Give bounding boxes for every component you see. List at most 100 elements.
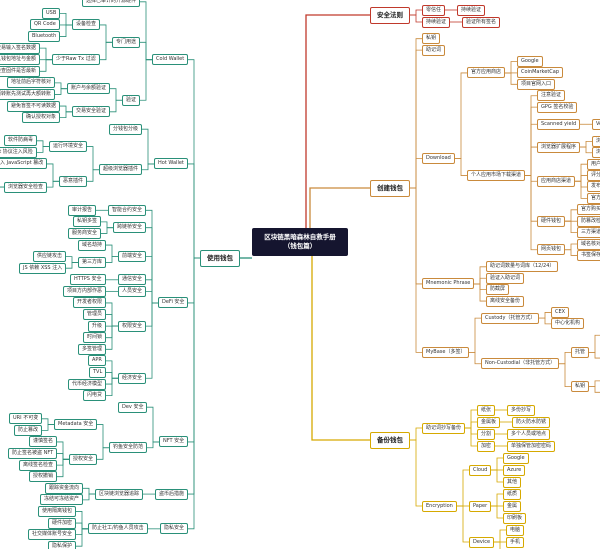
leaf-node[interactable]: 域名劫持 — [78, 239, 107, 251]
leaf-node[interactable]: 项目官网入口 — [517, 78, 556, 90]
topic-node[interactable]: DeFi 安全 — [158, 297, 189, 309]
topic-node[interactable]: 运行环境安全 — [49, 141, 88, 153]
branch-node[interactable]: 安全法则 — [370, 6, 410, 24]
leaf-node[interactable]: 持续验证 — [457, 4, 486, 16]
leaf-node[interactable]: 防止篡改 — [14, 424, 43, 436]
topic-node[interactable]: 防止社工/钓鱼人员攻击 — [88, 523, 148, 535]
topic-node[interactable]: Hot Wallet — [154, 158, 188, 170]
leaf-node[interactable]: 官方认证 — [587, 192, 600, 204]
leaf-node[interactable]: 代币经济模型 — [68, 378, 107, 390]
leaf-node[interactable]: 多份抄写 — [507, 404, 536, 416]
topic-node[interactable]: 硬件钱包 — [537, 215, 566, 227]
leaf-node[interactable]: 时间锁 — [83, 332, 107, 344]
topic-node[interactable]: 经济安全 — [118, 372, 147, 384]
topic-node[interactable]: 纸张 — [477, 404, 496, 416]
leaf-node[interactable]: 使用隔离钱包 — [38, 505, 77, 517]
topic-node[interactable]: 通信安全 — [118, 274, 147, 286]
leaf-node[interactable]: 纸质 — [503, 488, 522, 500]
topic-node[interactable]: 加密 — [477, 440, 496, 452]
topic-node[interactable]: Verifying the Release — [592, 118, 600, 130]
leaf-node[interactable]: 中心化机构 — [551, 318, 585, 330]
topic-node[interactable]: 人员安全 — [118, 285, 147, 297]
topic-node[interactable]: 少于Raw Tx 过滤 — [52, 54, 100, 66]
leaf-node[interactable]: 多签管理 — [78, 343, 107, 355]
leaf-node[interactable]: 供应链攻击 — [33, 251, 67, 263]
leaf-node[interactable]: HTTPS 安全 — [70, 274, 106, 286]
leaf-node[interactable]: 评分情况 — [587, 170, 600, 182]
topic-node[interactable]: 权限安全 — [118, 320, 147, 332]
leaf-node[interactable]: 官方购买 — [577, 204, 600, 216]
leaf-node[interactable]: Dev 安全 — [118, 401, 148, 413]
topic-node[interactable]: 验证 — [122, 94, 141, 106]
leaf-node[interactable]: 审计报告 — [68, 204, 97, 216]
leaf-node[interactable]: 防止网页注入 JavaScript 篡改 — [0, 158, 48, 170]
topic-node[interactable]: 持续验证 — [422, 16, 451, 28]
topic-node[interactable]: 设备检查 — [72, 19, 101, 31]
leaf-node[interactable]: Google — [517, 56, 543, 68]
leaf-node[interactable]: 分钱包分级 — [109, 123, 143, 135]
leaf-node[interactable]: TVL — [89, 366, 107, 378]
leaf-node[interactable]: CEX — [551, 306, 570, 318]
leaf-node[interactable]: QR Code — [30, 19, 60, 31]
topic-node[interactable]: Device — [469, 536, 495, 548]
leaf-node[interactable]: 避免盲签不可读数据 — [7, 100, 61, 112]
leaf-node[interactable]: 地址前后字符核对 — [7, 77, 56, 89]
topic-node[interactable]: 浏览器安全检查 — [4, 181, 48, 193]
leaf-node[interactable]: 确认授权对象 — [22, 112, 61, 124]
leaf-node[interactable]: Google — [503, 452, 529, 464]
leaf-node[interactable]: 金属 — [503, 500, 522, 512]
leaf-node[interactable]: 注意验证 — [537, 90, 566, 102]
topic-node[interactable]: 浏览器扩展程序 — [537, 141, 581, 153]
topic-node[interactable]: 隐私安全 — [160, 523, 189, 535]
leaf-node[interactable]: 多个人员或地点 — [507, 428, 551, 440]
leaf-node[interactable]: 私钥多签 — [73, 216, 102, 228]
leaf-node[interactable]: 硬件加密 — [48, 517, 77, 529]
leaf-node[interactable]: 单独保管加密密码 — [507, 440, 556, 452]
topic-node[interactable]: 应用商店渠道 — [537, 175, 576, 187]
topic-node[interactable]: 账户与余额验证 — [67, 83, 111, 95]
branch-node[interactable]: 备份钱包 — [370, 431, 410, 449]
topic-node[interactable]: 私钥 — [571, 381, 590, 393]
leaf-node[interactable]: 验证所有签名 — [462, 16, 501, 28]
topic-node[interactable]: Mnemonic Phrase — [422, 278, 475, 290]
leaf-node[interactable]: 三方渠道风险 — [577, 227, 600, 239]
topic-node[interactable]: 智能合约安全 — [108, 204, 147, 216]
topic-node[interactable]: 个人应用市场下载渠道 — [467, 170, 526, 182]
topic-node[interactable]: 分割 — [477, 428, 496, 440]
topic-node[interactable]: NFT 安全 — [159, 436, 189, 448]
leaf-node[interactable]: CoinMarketCap — [517, 67, 564, 79]
leaf-node[interactable]: 服务商安全 — [68, 227, 102, 239]
leaf-node[interactable]: 授权撤销 — [29, 471, 58, 483]
topic-node[interactable]: Scanned yield — [537, 118, 581, 130]
topic-node[interactable]: 区块链浏览器追踪 — [95, 488, 144, 500]
topic-node[interactable]: 交易安全验证 — [72, 106, 111, 118]
leaf-node[interactable]: 项目方内部作恶 — [63, 285, 107, 297]
leaf-node[interactable]: 域名核对 — [577, 238, 600, 250]
leaf-node[interactable]: 谨慎签名 — [29, 436, 58, 448]
leaf-node[interactable]: 防止签名被盗 NFT — [8, 448, 58, 460]
leaf-node[interactable]: 印刷板 — [503, 512, 527, 524]
leaf-node[interactable]: 私钥 — [422, 33, 441, 45]
leaf-node[interactable]: 防篡改检查 — [577, 215, 600, 227]
leaf-node[interactable]: APR — [88, 355, 106, 367]
leaf-node[interactable]: 跟踪资金流向 — [45, 482, 84, 494]
topic-node[interactable]: 专门用途 — [112, 36, 141, 48]
leaf-node[interactable]: 助记词数量与词库（12/24） — [486, 261, 559, 273]
topic-node[interactable]: 零信任 — [422, 4, 446, 16]
topic-node[interactable]: Paper — [469, 500, 492, 512]
leaf-node[interactable]: 检查固件是否最新 — [0, 65, 41, 77]
topic-node[interactable]: 前端安全 — [118, 251, 147, 263]
leaf-node[interactable]: Bluetooth — [28, 31, 61, 43]
leaf-node[interactable]: Azure — [503, 464, 526, 476]
leaf-node[interactable]: JS 依赖 XSS 注入 — [19, 262, 67, 274]
leaf-node[interactable]: 发布时间 — [587, 181, 600, 193]
leaf-node[interactable]: 防火防水防锈 — [512, 416, 551, 428]
leaf-node[interactable]: 冻结可冻结资产 — [40, 494, 84, 506]
leaf-node[interactable]: 浏览器扩展下载前核对开发者 — [592, 135, 600, 147]
leaf-node[interactable]: 社交媒体账号安全 — [28, 529, 77, 541]
topic-node[interactable]: 跨链桥安全 — [113, 222, 147, 234]
leaf-node[interactable]: 管理员 — [83, 309, 107, 321]
topic-node[interactable]: Metadata 安全 — [54, 419, 98, 431]
leaf-node[interactable]: 浏览器扩展下载后定期检查权限 — [592, 147, 600, 159]
topic-node[interactable]: 第三方库 — [78, 256, 107, 268]
